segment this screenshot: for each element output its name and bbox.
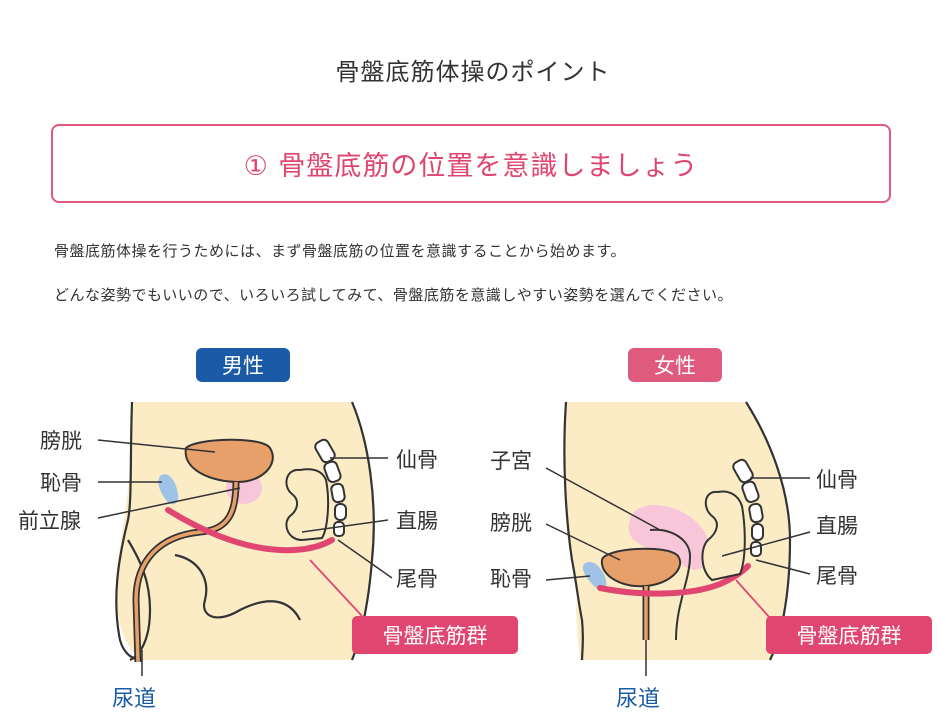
- female-leader-coccyx: [755, 559, 811, 575]
- female-leader-rectum: [721, 531, 811, 557]
- male-pelvic-floor-muscle: [165, 507, 335, 554]
- female-leader-pubic: [545, 575, 591, 581]
- step-title: ① 骨盤底筋の位置を意識しましょう: [243, 151, 699, 182]
- description-line-1: 骨盤底筋体操を行うためには、まず骨盤底筋の位置を意識することから始めます。: [54, 242, 627, 260]
- male-leader-muscle: [309, 559, 363, 617]
- female-label-coccyx: 尾骨: [816, 564, 858, 588]
- male-pubic-bone: [158, 474, 179, 505]
- male-leader-bladder: [97, 439, 216, 453]
- female-label-uterus: 子宮: [490, 449, 532, 473]
- female-muscle-tag: 骨盤底筋群: [797, 624, 902, 648]
- male-diagram: 男性 膀胱 恥骨 前立腺 仙骨 直腸 尾骨 尿道 骨盤底筋群: [18, 348, 518, 712]
- male-label-rectum: 直腸: [396, 509, 438, 533]
- female-body-outline-front: [563, 401, 584, 661]
- male-rectum: [285, 468, 330, 542]
- description-line-2: どんな姿勢でもいいので、いろいろ試してみて、骨盤底筋を意識しやすい姿勢を選んでく…: [54, 286, 734, 304]
- male-label-pubic-bone: 恥骨: [40, 471, 82, 495]
- female-leader-uterus: [545, 467, 661, 531]
- page-title: 骨盤底筋体操のポイント: [335, 58, 611, 86]
- female-label-rectum: 直腸: [816, 514, 858, 538]
- female-label-bladder: 膀胱: [490, 511, 532, 535]
- anatomy-diagrams: 男性 膀胱 恥骨 前立腺 仙骨 直腸 尾骨 尿道 骨盤底筋群: [0, 330, 946, 718]
- male-label-prostate: 前立腺: [18, 509, 81, 533]
- male-muscle-tag: 骨盤底筋群: [383, 624, 488, 648]
- male-label-coccyx: 尾骨: [396, 567, 438, 591]
- male-sacrum: [314, 438, 347, 537]
- female-label-urethra: 尿道: [616, 687, 660, 712]
- female-leader-muscle: [735, 579, 771, 619]
- male-badge-bg: [196, 348, 290, 382]
- step-box: ① 骨盤底筋の位置を意識しましょう: [51, 124, 891, 203]
- male-urethra-inner: [134, 481, 238, 663]
- male-badge: 男性: [222, 354, 264, 378]
- anatomy-svg: 男性 膀胱 恥骨 前立腺 仙骨 直腸 尾骨 尿道 骨盤底筋群: [18, 348, 932, 712]
- male-muscle-tag-bg: [352, 616, 518, 654]
- female-bladder: [600, 547, 681, 588]
- male-thigh-outline: [174, 553, 301, 621]
- female-pubic-bone: [582, 561, 607, 590]
- female-diagram: 女性 子宮 膀胱 恥骨 仙骨 直腸 尾骨 尿道 骨盤底筋群: [490, 348, 932, 712]
- male-leader-prostate: [97, 487, 241, 519]
- male-body: [115, 402, 375, 660]
- female-vagina: [649, 528, 692, 641]
- male-leader-rectum: [301, 519, 389, 533]
- male-leader-coccyx: [337, 539, 393, 579]
- female-sacrum: [732, 458, 764, 557]
- female-label-sacrum: 仙骨: [816, 468, 858, 492]
- female-rectum: [701, 490, 746, 582]
- male-label-sacrum: 仙骨: [396, 448, 438, 472]
- male-bladder: [184, 438, 274, 484]
- male-body-outline-front: [115, 401, 143, 662]
- male-label-urethra: 尿道: [112, 687, 156, 712]
- female-badge: 女性: [654, 354, 696, 378]
- female-badge-bg: [628, 348, 722, 382]
- male-label-bladder: 膀胱: [40, 429, 82, 453]
- female-label-pubic-bone: 恥骨: [490, 567, 532, 591]
- female-muscle-tag-bg: [766, 616, 932, 654]
- female-leader-bladder: [545, 523, 621, 561]
